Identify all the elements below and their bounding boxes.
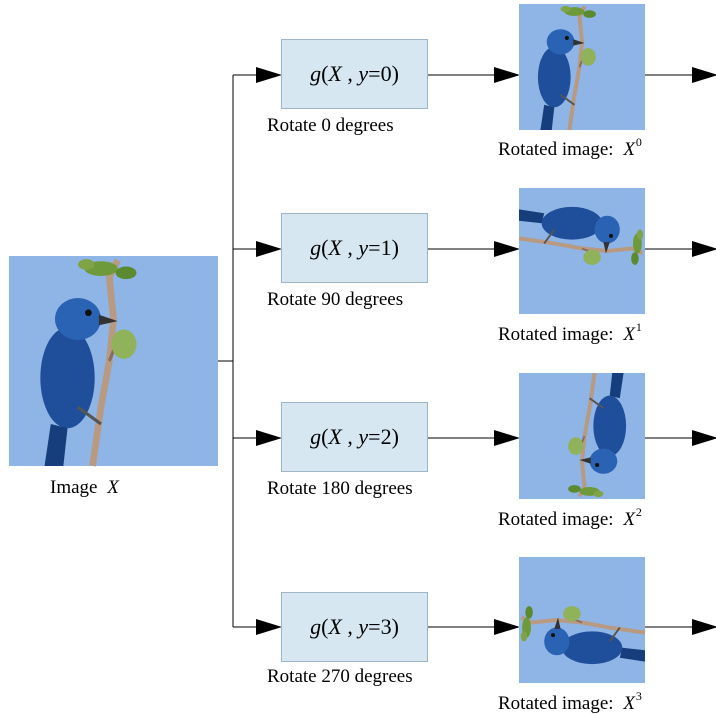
output-caption-2: Rotated image: X2 [498, 506, 642, 529]
output-superscript: 0 [635, 135, 642, 149]
output-caption-3: Rotated image: X3 [498, 690, 642, 713]
output-caption-text: Rotated image: [498, 139, 614, 160]
func-name: g [310, 424, 322, 449]
func-arg: X [328, 424, 342, 449]
func-var: y [358, 235, 369, 260]
func-var: y [358, 61, 369, 86]
rotate-label-0: Rotate 0 degrees [267, 115, 394, 136]
output-symbol: X [623, 139, 635, 160]
output-symbol: X [623, 693, 635, 714]
func-arg: X [328, 614, 342, 639]
func-var: y [358, 614, 369, 639]
output-image-1 [519, 188, 645, 314]
func-arg: X [328, 235, 342, 260]
rotation-function-box-0: g(X , y=0) [281, 39, 428, 109]
output-image-2 [519, 373, 645, 499]
func-value: 2 [380, 424, 392, 449]
func-name: g [310, 61, 322, 86]
rotation-function-box-2: g(X , y=2) [281, 402, 428, 472]
rotate-label-1: Rotate 90 degrees [267, 289, 404, 310]
rotation-function-box-3: g(X , y=3) [281, 592, 428, 662]
rotate-label-2: Rotate 180 degrees [267, 478, 413, 499]
func-var: y [358, 424, 369, 449]
func-arg: X [328, 61, 342, 86]
output-caption-text: Rotated image: [498, 509, 614, 530]
output-image-0 [519, 4, 645, 130]
output-superscript: 3 [635, 689, 642, 703]
output-superscript: 2 [635, 505, 642, 519]
rotation-function-box-1: g(X , y=1) [281, 213, 428, 283]
input-caption-text: Image [50, 477, 98, 498]
input-image [9, 256, 218, 466]
connectors [218, 67, 716, 635]
func-name: g [310, 614, 322, 639]
func-value: 0 [380, 61, 392, 86]
output-caption-text: Rotated image: [498, 324, 614, 345]
func-value: 3 [380, 614, 392, 639]
output-caption-1: Rotated image: X1 [498, 321, 642, 344]
output-symbol: X [623, 509, 635, 530]
output-image-3 [519, 557, 645, 683]
rotate-label-3: Rotate 270 degrees [267, 666, 413, 687]
output-symbol: X [623, 324, 635, 345]
output-caption-0: Rotated image: X0 [498, 136, 642, 159]
input-caption: Image X [50, 478, 119, 497]
output-superscript: 1 [635, 320, 642, 334]
output-caption-text: Rotated image: [498, 693, 614, 714]
func-value: 1 [380, 235, 392, 260]
func-name: g [310, 235, 322, 260]
input-symbol: X [107, 477, 119, 498]
